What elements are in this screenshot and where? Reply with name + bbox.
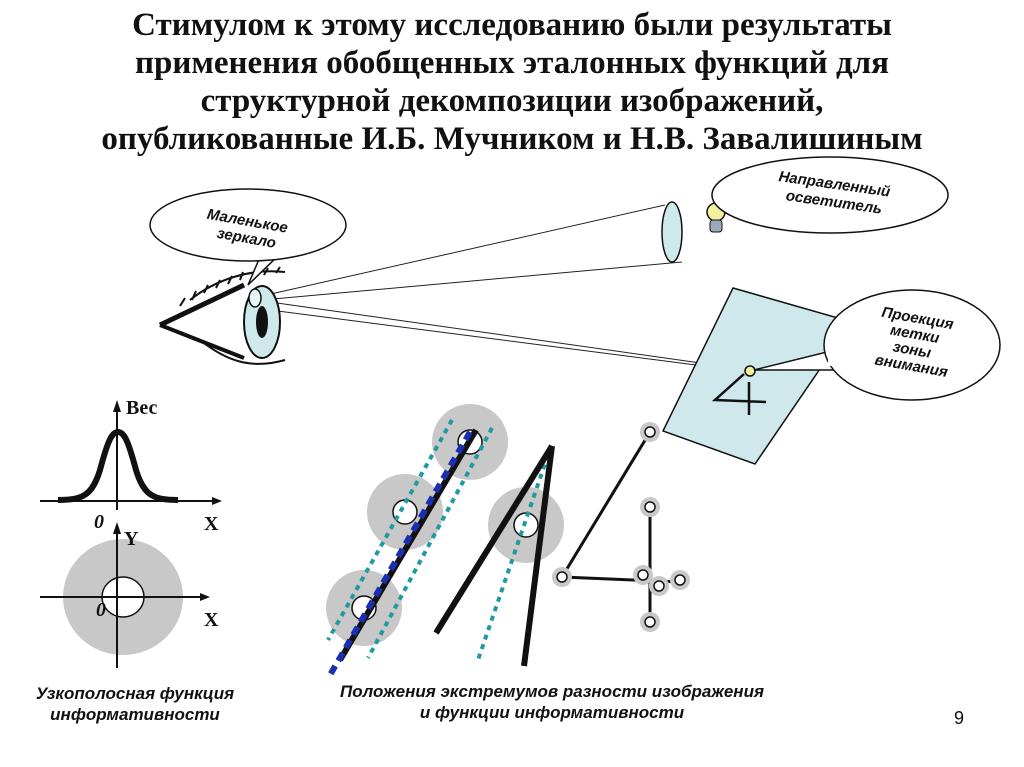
- projection-screen: [661, 287, 854, 465]
- graph-top-ylabel: Вес: [126, 397, 157, 419]
- callout-light: Направленный осветитель: [711, 156, 949, 234]
- graph-bottom-xlabel: X: [204, 609, 219, 631]
- callout-projection: Проекция метки зоны внимания: [753, 289, 1001, 401]
- title-line: Стимулом к этому исследованию были резул…: [132, 7, 892, 43]
- graph-bottom-origin: 0: [96, 599, 106, 621]
- eye-icon: [158, 266, 286, 365]
- extremum-disc: [326, 570, 402, 646]
- graph-bottom-ylabel: Y: [124, 528, 139, 550]
- caption-left-line: информативности: [50, 705, 220, 724]
- page-number: 9: [953, 708, 964, 728]
- callout-projection-line: зоны: [892, 338, 933, 361]
- caption-left-line: Узкополосная функция: [35, 684, 235, 703]
- caption-center-line: Положения экстремумов разности изображен…: [340, 682, 764, 701]
- title-line: опубликованные И.Б. Мучником и Н.В. Зава…: [101, 121, 923, 157]
- slide-title: Стимулом к этому исследованию были резул…: [0, 6, 1024, 158]
- annular-function-graph: Y 0 X: [40, 522, 219, 668]
- caption-center: Положения экстремумов разности изображен…: [272, 681, 832, 723]
- svg-text:Направленный осветитель: Направленный осветитель: [775, 168, 895, 219]
- lens-icon: [661, 201, 683, 263]
- title-line: применения обобщенных эталонных функций …: [134, 45, 890, 81]
- light-beams: [261, 204, 751, 373]
- bell-curve: [57, 428, 179, 503]
- caption-center-line: и функции информативности: [419, 703, 685, 722]
- callout-mirror: Маленькое зеркало: [149, 188, 347, 286]
- caption-left: Узкополосная функция информативности: [10, 683, 260, 725]
- blue-dashed-line: [327, 430, 473, 677]
- extremum-disc: [367, 474, 443, 550]
- attention-point: [744, 365, 756, 377]
- graph-top-xlabel: X: [204, 513, 219, 535]
- graph-top-origin: 0: [94, 511, 104, 533]
- title-line: структурной декомпозиции изображений,: [200, 83, 824, 119]
- weight-function-graph: Вес 0 X: [40, 397, 222, 535]
- digit-four-skeleton: [552, 422, 690, 632]
- teal-dotted-lines: [326, 419, 550, 661]
- four-mark-on-screen: [711, 373, 767, 415]
